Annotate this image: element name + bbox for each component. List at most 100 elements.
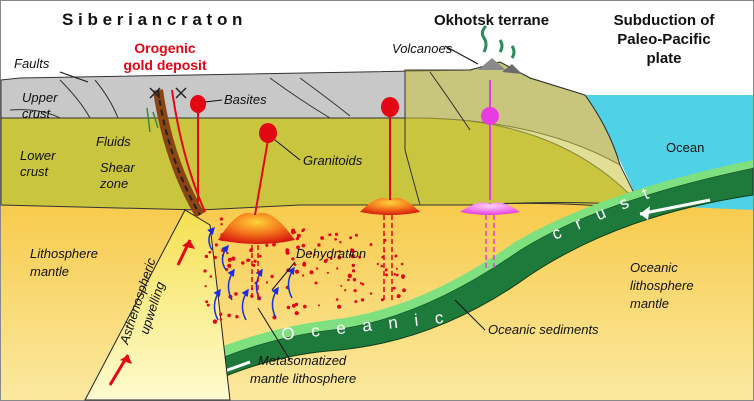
metasomatized-dot: [303, 304, 307, 309]
metasomatized-dot: [385, 273, 388, 277]
metasomatized-dot: [295, 237, 300, 241]
label-metasomatized-2: mantle lithosphere: [250, 371, 356, 386]
metasomatized-dot: [296, 302, 299, 305]
metasomatized-dot: [248, 259, 251, 261]
metasomatized-dot: [352, 269, 356, 273]
metasomatized-dot: [205, 300, 209, 304]
metasomatized-dot: [204, 254, 209, 259]
metasomatized-dot: [394, 254, 398, 258]
metasomatized-dot: [253, 259, 257, 263]
metasomatized-dot: [270, 274, 274, 279]
metasomatized-dot: [358, 255, 361, 259]
metasomatized-dot: [344, 289, 347, 292]
title-subduction-3: plate: [646, 50, 681, 67]
metasomatized-dot: [392, 286, 396, 290]
metasomatized-dot: [209, 275, 213, 278]
metasomatized-dot: [301, 229, 305, 233]
metasomatized-dot: [380, 298, 384, 302]
melt-pools: [218, 197, 520, 244]
upwelling-zone: [84, 209, 231, 401]
metasomatized-dot: [227, 313, 231, 318]
metasomatized-dot: [309, 252, 312, 255]
label-upper-crust-1: Upper: [22, 90, 58, 105]
label-lithosphere-mantle-1: Lithosphere: [30, 246, 98, 261]
metasomatized-dot: [226, 252, 229, 255]
pickaxes-icon: [149, 87, 187, 99]
title-subduction-2: Paleo-Pacific: [617, 31, 710, 48]
label-lithosphere-mantle-2: mantle: [30, 264, 69, 279]
label-shear-zone-2: zone: [99, 176, 128, 191]
label-upper-crust-2: crust: [22, 106, 52, 121]
metasomatized-dot: [302, 274, 305, 277]
metasomatized-dot: [231, 256, 236, 261]
metasomatized-dot: [393, 273, 396, 276]
metasomatized-dot: [347, 273, 352, 278]
melt-feeders: [251, 215, 495, 300]
granitoid-dykes: [190, 80, 499, 216]
oceanic-sediments-layer: [180, 160, 753, 375]
label-ocean: Ocean: [666, 140, 704, 155]
metasomatized-dot: [286, 305, 291, 310]
metasomatized-dot: [219, 217, 223, 221]
metasomatized-dot: [334, 238, 337, 241]
metasomatized-dot: [361, 282, 365, 286]
title-siberian-craton: S i b e r i a n c r a t o n: [62, 10, 242, 29]
metasomatized-dot: [380, 264, 384, 268]
metasomatized-dot: [294, 269, 300, 274]
metasomatized-dot: [334, 232, 339, 236]
metasomatized-dot: [314, 281, 318, 285]
metasomatized-dot: [235, 315, 239, 319]
metasomatized-dot: [317, 243, 321, 247]
metasomatized-dot: [325, 258, 329, 261]
metasomatized-dot: [301, 243, 306, 248]
metasomatized-dot: [313, 253, 316, 257]
metasomatized-dot: [220, 223, 223, 226]
metasomatized-dot: [285, 250, 290, 255]
label-metasomatized-1: Metasomatized: [258, 353, 347, 368]
metasomatized-dot: [291, 303, 296, 308]
label-shear-zone-1: Shear: [100, 160, 135, 175]
metasomatized-dot: [350, 254, 355, 259]
metasomatized-dot: [340, 284, 343, 287]
metasomatized-dot: [395, 273, 399, 277]
metasomatized-dot: [395, 267, 398, 270]
upwelling-arrows: [108, 239, 195, 386]
label-basites: Basites: [224, 92, 267, 107]
metasomatized-dot: [353, 289, 357, 293]
metasomatized-dot: [265, 243, 269, 247]
fluid-arrows: [207, 226, 295, 321]
metasomatized-dot: [352, 278, 357, 282]
metasomatized-dot: [369, 243, 373, 247]
metasomatized-dot: [213, 255, 217, 260]
metasomatized-dot: [350, 248, 355, 253]
fluid-path-lines: [146, 107, 159, 133]
metasomatized-dot: [291, 257, 295, 261]
metasomatized-dot: [401, 276, 405, 280]
metasomatized-dot: [293, 263, 297, 266]
metasomatized-dot: [328, 233, 332, 237]
metasomatized-dot: [335, 298, 339, 301]
metasomatized-dot: [329, 257, 333, 260]
metasomatized-dot: [258, 254, 262, 258]
metasomatized-dot: [337, 255, 342, 260]
label-oceanic-lithosphere-2: lithosphere: [630, 278, 694, 293]
label-dehydration: Dehydration: [296, 246, 366, 261]
fault-lines: [9, 71, 471, 131]
label-faults: Faults: [14, 56, 50, 71]
shear-zone: [153, 89, 206, 218]
metasomatized-dot: [309, 270, 314, 275]
metasomatized-dot: [400, 262, 404, 266]
metasomatized-dot: [290, 228, 296, 233]
metasomatized-dot: [326, 271, 329, 274]
metasomatized-dot: [212, 319, 218, 324]
metasomatized-dot: [347, 278, 350, 282]
metasomatized-dot: [351, 263, 355, 268]
metasomatized-dot: [203, 269, 207, 273]
metasomatized-dot: [360, 298, 365, 302]
label-orogenic-2: gold deposit: [123, 57, 207, 73]
metasomatized-dot: [265, 281, 269, 284]
metasomatized-dot: [227, 257, 232, 262]
metasomatized-dot: [219, 318, 223, 321]
metasomatized-dot: [296, 233, 301, 238]
